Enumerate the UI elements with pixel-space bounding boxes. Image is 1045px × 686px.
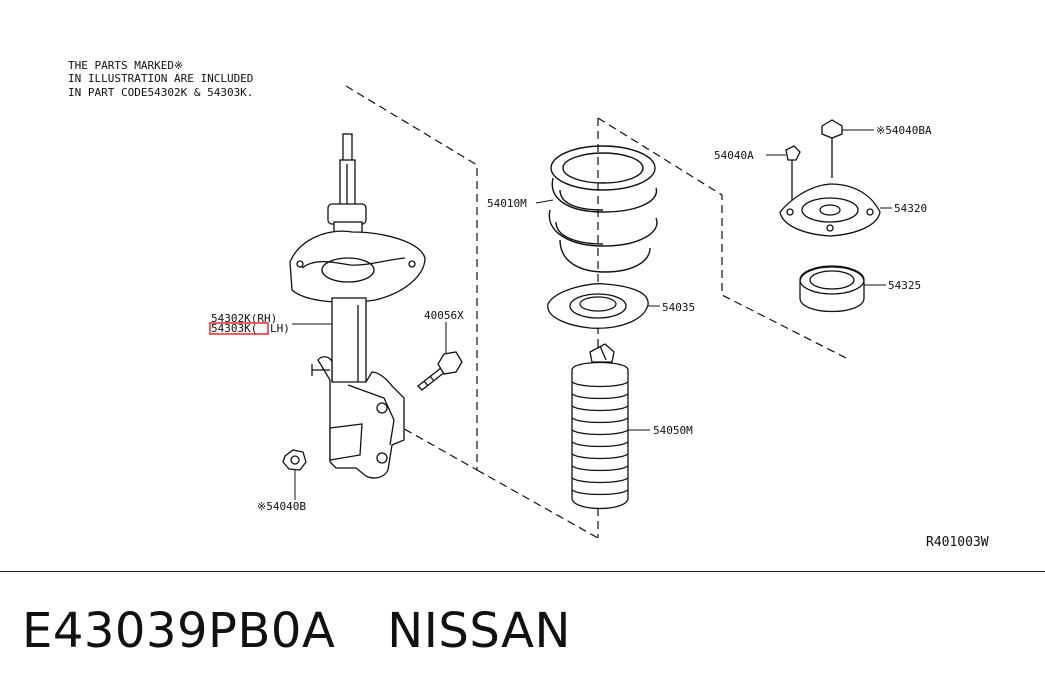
footer-title: E43039PB0A NISSAN (22, 596, 571, 666)
parts-note: THE PARTS MARKED※ IN ILLUSTRATION ARE IN… (68, 59, 253, 99)
label-54325: 54325 (888, 279, 921, 292)
label-54302k: 54302K(RH) (211, 312, 277, 325)
strut-mount-54320 (779, 183, 881, 237)
brand-name: NISSAN (387, 603, 571, 659)
label-54040b: ※54040B (257, 500, 306, 513)
dust-boot-54050m (571, 343, 629, 510)
label-54040ba: ※54040BA (876, 124, 932, 137)
bolt-54040a (785, 145, 801, 200)
label-54010m: 54010M (487, 197, 527, 210)
nut-54040ba (821, 119, 843, 178)
part-number: E43039PB0A (22, 603, 336, 659)
label-54050m: 54050M (653, 424, 693, 437)
diagram-code: R401003W (926, 535, 989, 550)
nut-54040b (282, 449, 307, 471)
label-54303k-code: 54303K( (211, 322, 257, 335)
footer-divider (0, 571, 1045, 572)
coil-spring-54010m (548, 145, 658, 273)
note-line-1: THE PARTS MARKED※ (68, 59, 183, 72)
bearing-54325 (799, 265, 865, 313)
highlight-box-54303k (209, 322, 269, 335)
label-54303k-suffix: LH) (270, 322, 290, 335)
label-40056x: 40056X (424, 309, 464, 322)
parts-diagram: THE PARTS MARKED※ IN ILLUSTRATION ARE IN… (68, 59, 989, 550)
label-54035: 54035 (662, 301, 695, 314)
note-line-3: IN PART CODE54302K & 54303K. (68, 86, 253, 99)
strut-assembly (289, 133, 426, 479)
note-line-2: IN ILLUSTRATION ARE INCLUDED (68, 72, 253, 85)
spring-seat-54035 (547, 283, 649, 329)
label-54040a: 54040A (714, 149, 754, 162)
bolt-40056x (417, 351, 463, 391)
leader-lines (292, 129, 892, 500)
label-54320: 54320 (894, 202, 927, 215)
